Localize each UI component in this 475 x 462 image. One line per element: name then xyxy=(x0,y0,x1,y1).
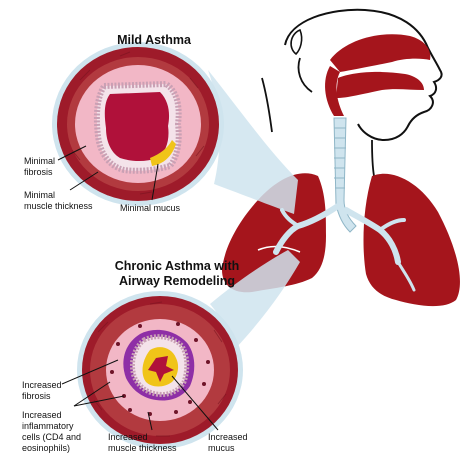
mild-airway-cross-section xyxy=(52,42,224,206)
mild-asthma-title: Mild Asthma xyxy=(94,33,214,48)
head-back xyxy=(299,58,313,92)
nasal-cavity xyxy=(330,34,430,72)
ear xyxy=(291,30,302,54)
chronic-cells-label: Increased inflammatory cells (CD4 and eo… xyxy=(22,410,81,454)
chronic-mucus-label: Increased mucus xyxy=(208,432,248,454)
mild-fibrosis-label: Minimal fibrosis xyxy=(24,156,55,178)
oral-cavity xyxy=(336,72,424,98)
chronic-asthma-title: Chronic Asthma with Airway Remodeling xyxy=(92,259,262,289)
neck-front xyxy=(372,140,374,176)
chronic-muscle-label: Increased muscle thickness xyxy=(108,432,177,454)
mild-muscle-label: Minimal muscle thickness xyxy=(24,190,93,212)
mild-mucus-label: Minimal mucus xyxy=(120,203,180,214)
chronic-airway-cross-section xyxy=(77,291,243,449)
neck-back xyxy=(262,78,272,132)
chronic-fibrosis-label: Increased fibrosis xyxy=(22,380,62,402)
mild-lumen xyxy=(105,92,169,161)
